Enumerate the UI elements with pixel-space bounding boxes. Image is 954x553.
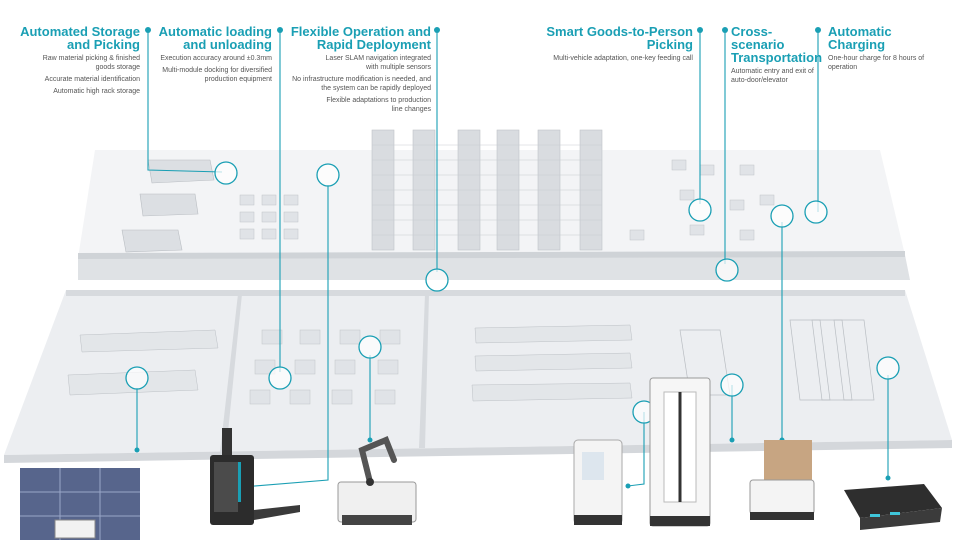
feature-title: Flexible Operation and <box>290 24 431 39</box>
feature-title: and unloading <box>183 37 272 52</box>
jacking-agv-icon <box>844 484 942 530</box>
feature-detail: Automatic high rack storage <box>53 88 140 95</box>
feature-flexible: Flexible Operation and Rapid Deployment … <box>281 25 431 114</box>
feature-title: Automated Storage <box>20 24 140 39</box>
lower-floor <box>4 290 952 455</box>
feature-detail: Multi-vehicle adaptation, one-key feedin… <box>553 55 693 62</box>
feature-detail: Raw material picking & finished goods st… <box>42 55 140 71</box>
truck-group <box>121 159 215 253</box>
callout-dots <box>134 27 891 491</box>
feature-detail: Flexible adaptations to production line … <box>326 97 431 113</box>
cargo-agv-icon <box>749 440 815 520</box>
shuttle-rack-robot-icon <box>20 468 140 540</box>
machine-group <box>239 159 775 241</box>
feature-title: Transportation <box>731 50 823 65</box>
feature-title: and Picking <box>67 37 140 52</box>
right-rack-group <box>679 319 875 401</box>
feature-cross: Cross-scenario Transportation Automatic … <box>731 24 823 85</box>
lifting-agv-icon <box>573 439 623 525</box>
workcell-group <box>249 329 401 405</box>
partition-wall <box>220 294 242 452</box>
feature-title: Rapid Deployment <box>316 37 431 52</box>
divider-wall <box>78 255 910 280</box>
feature-detail: Laser SLAM navigation integrated with mu… <box>325 55 431 71</box>
feature-title: Automatic Charging <box>828 24 892 52</box>
feature-detail: No infrastructure modification is needed… <box>292 76 431 92</box>
tall-lift-agv-icon <box>649 377 711 527</box>
feature-detail: Execution accuracy around ±0.3mm <box>160 55 272 62</box>
feature-title: Cross-scenario <box>731 24 785 52</box>
feature-detail: Multi-module docking for diversified pro… <box>162 67 272 83</box>
feature-detail: One-hour charge for 8 hours of operation <box>828 55 925 71</box>
feature-title: Smart Goods-to-Person Picking <box>546 24 693 52</box>
feature-loading: Automatic loading and unloading Executio… <box>132 25 272 84</box>
feature-title: Automatic loading <box>158 24 272 39</box>
partition-wall <box>419 294 429 448</box>
feature-storage: Automated Storage and Picking Raw materi… <box>0 25 140 96</box>
hotspot-group <box>125 161 900 424</box>
forklift-agv-icon <box>210 428 300 525</box>
feature-detail: Automatic entry and exit of auto-door/el… <box>731 68 814 84</box>
feature-detail: Accurate material identification <box>44 76 140 83</box>
robot-arm-amr-icon <box>337 436 417 525</box>
feature-g2p: Smart Goods-to-Person Picking Multi-vehi… <box>503 25 693 63</box>
feature-charging: Automatic Charging One-hour charge for 8… <box>828 25 948 72</box>
callout-lines <box>136 30 889 489</box>
